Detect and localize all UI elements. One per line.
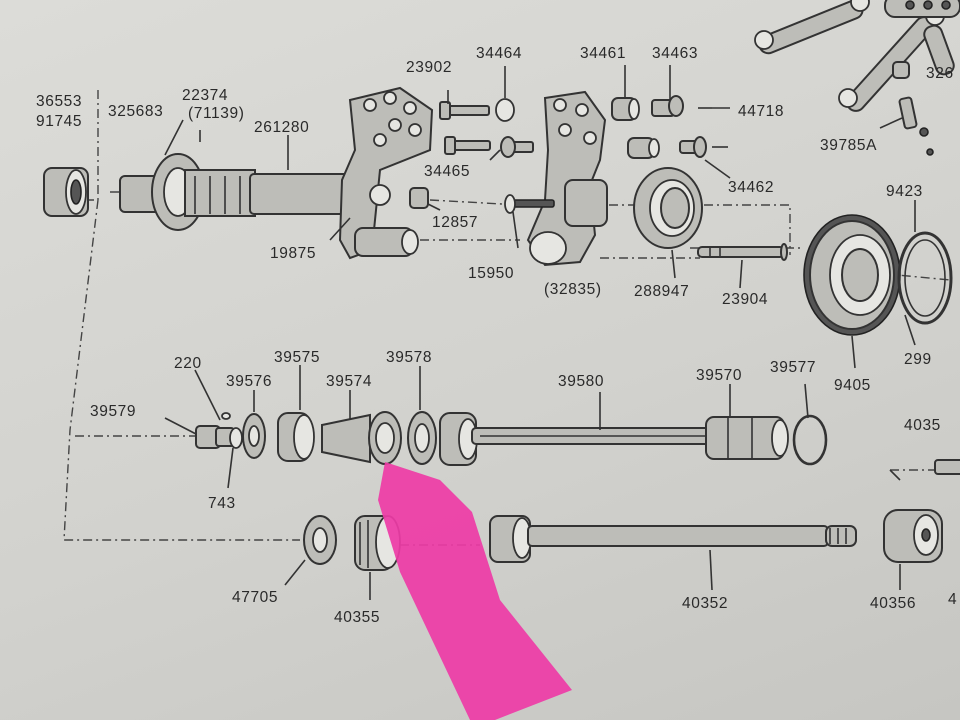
star-washer-39576: [242, 413, 266, 459]
label-40355: 40355: [334, 609, 380, 626]
splined-shaft-261280: [119, 153, 364, 231]
label-15950: 15950: [468, 265, 514, 282]
label-23902: 23902: [406, 59, 452, 76]
rod-4035x: [934, 459, 960, 475]
label-39580: 39580: [558, 373, 604, 390]
label-44718: 44718: [738, 103, 784, 120]
bolts-23902: [439, 98, 534, 158]
part-labels: 36553 91745 325683 22374 (71139) 261280 …: [36, 45, 957, 626]
label-4035x: 4035: [904, 417, 941, 434]
label-9423: 9423: [886, 183, 923, 200]
washer-743: [229, 427, 243, 449]
label-288947: 288947: [634, 283, 689, 300]
label-23904: 23904: [722, 291, 768, 308]
leader-lines: [164, 65, 916, 600]
label-39579: 39579: [90, 403, 136, 420]
label-22374: 22374: [182, 87, 228, 104]
label-34463: 34463: [652, 45, 698, 62]
ring-39577: [792, 414, 828, 466]
label-39785A: 39785A: [820, 137, 877, 154]
cone-39574: [321, 411, 402, 465]
label-39575: 39575: [274, 349, 320, 366]
shaft-39580: [439, 412, 789, 466]
label-34465: 34465: [424, 163, 470, 180]
collar-39575: [277, 412, 315, 462]
label-261280: 261280: [254, 119, 309, 136]
small-bushings: [611, 95, 728, 159]
label-40356: 40356: [870, 595, 916, 612]
label-71139: (71139): [188, 105, 244, 122]
label-40352: 40352: [682, 595, 728, 612]
label-39570: 39570: [696, 367, 742, 384]
nut-36553: [43, 167, 89, 217]
label-4-edge: 4: [948, 591, 957, 608]
label-91745: 91745: [36, 113, 82, 130]
label-9405: 9405: [834, 377, 871, 394]
label-220: 220: [174, 355, 202, 372]
magenta-highlighter-mark: [378, 462, 572, 720]
shift-arm-19875: [338, 86, 434, 260]
pin-23904: [697, 243, 788, 261]
washer-39578: [407, 411, 437, 465]
bolt-39579: [195, 412, 235, 449]
label-39574: 39574: [326, 373, 372, 390]
bearing-288947: [633, 167, 703, 249]
label-39576: 39576: [226, 373, 272, 390]
label-19875: 19875: [270, 245, 316, 262]
label-47705: 47705: [232, 589, 278, 606]
label-32835: (32835): [544, 281, 602, 298]
gear-9405: [803, 214, 901, 336]
label-743: 743: [208, 495, 236, 512]
linkage-rods-top-right: [754, 0, 960, 156]
label-34464: 34464: [476, 45, 522, 62]
axle-40352: [489, 515, 857, 563]
washer-47705: [303, 515, 337, 565]
label-299: 299: [904, 351, 932, 368]
label-34461: 34461: [580, 45, 626, 62]
label-39578: 39578: [386, 349, 432, 366]
ring-9423: [897, 231, 953, 325]
label-34462: 34462: [728, 179, 774, 196]
label-39577: 39577: [770, 359, 816, 376]
shift-fork-bracket: [504, 90, 608, 267]
label-36553: 36553: [36, 93, 82, 110]
label-325683: 325683: [108, 103, 163, 120]
label-326: 326: [926, 65, 954, 82]
cap-nut-40356: [883, 509, 943, 563]
label-12857: 12857: [432, 214, 478, 231]
